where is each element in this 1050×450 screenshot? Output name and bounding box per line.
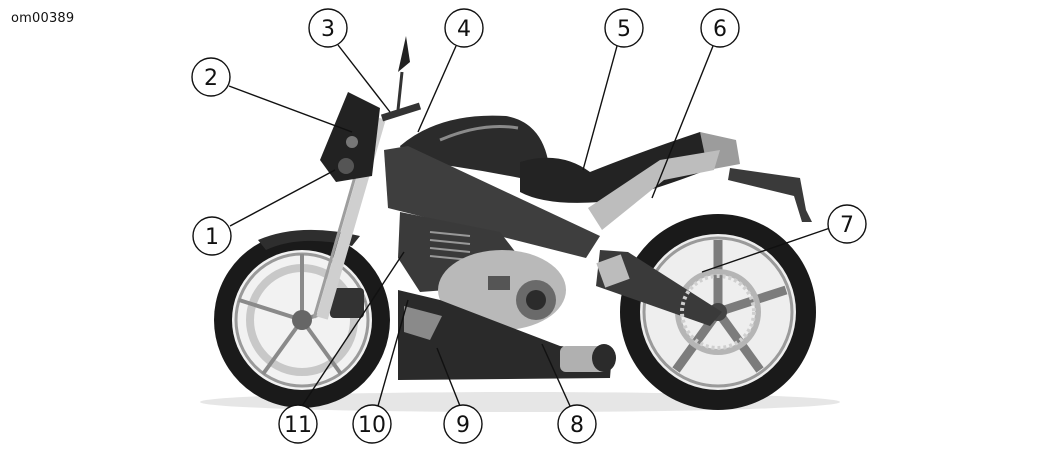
frame-spar: [384, 146, 600, 258]
callout-label-8: 8: [570, 413, 584, 438]
callout-8: 8: [557, 404, 597, 444]
callout-label-2: 2: [204, 66, 218, 91]
leader-line-11: [301, 251, 405, 407]
callout-5: 5: [604, 8, 644, 48]
leader-line-7: [701, 227, 831, 273]
callouts: 1 2 3 4 5 6 7 8: [191, 8, 867, 444]
callout-label-9: 9: [456, 413, 470, 438]
callout-10: 10: [352, 404, 392, 444]
callout-4: 4: [444, 8, 484, 48]
callout-1: 1: [192, 216, 232, 256]
leader-line-8: [541, 343, 571, 407]
handlebar: [380, 36, 422, 122]
callout-label-3: 3: [321, 17, 335, 42]
leader-line-9: [436, 347, 461, 407]
figure-id-label: om00389: [11, 11, 75, 26]
callout-2: 2: [191, 57, 231, 97]
leader-line-1: [229, 169, 336, 227]
front-fender: [258, 229, 360, 250]
belly-pan: [398, 290, 612, 380]
callout-9: 9: [443, 404, 483, 444]
callout-label-6: 6: [713, 17, 727, 42]
swingarm: [596, 250, 722, 326]
callout-3: 3: [308, 8, 348, 48]
leader-line-6: [651, 45, 714, 199]
callout-6: 6: [700, 8, 740, 48]
leader-line-3: [337, 44, 391, 113]
front-wheel: [214, 232, 390, 408]
callout-label-7: 7: [840, 213, 854, 238]
callout-label-4: 4: [457, 17, 471, 42]
muffler: [560, 344, 616, 372]
motorcycle-illustration: [200, 36, 840, 412]
leader-line-5: [582, 45, 618, 171]
callout-label-5: 5: [617, 17, 631, 42]
engine: [398, 212, 566, 330]
leader-line-4: [417, 45, 457, 133]
callout-11: 11: [278, 404, 318, 444]
leader-line-2: [228, 85, 353, 133]
callout-label-10: 10: [358, 413, 386, 438]
callout-label-11: 11: [284, 413, 312, 438]
rear-brake-disc: [680, 274, 756, 350]
callout-7: 7: [827, 204, 867, 244]
leader-lines: [228, 44, 831, 407]
leader-line-10: [377, 299, 409, 407]
callout-label-1: 1: [205, 225, 219, 250]
